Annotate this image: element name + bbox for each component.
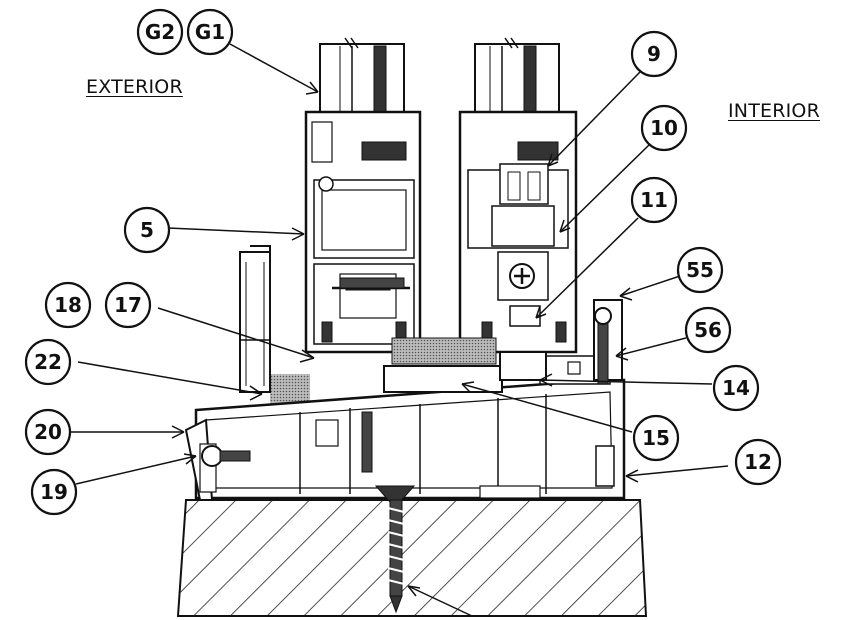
outer-gasket (270, 374, 310, 404)
callout-label: 22 (34, 350, 62, 374)
callout-bubbles: G2 G1 9 10 11 55 56 5 18 17 22 20 19 14 15 12 (24, 8, 782, 516)
callout-label: 19 (40, 480, 68, 504)
callout-label: 5 (140, 218, 154, 242)
callout-label: 20 (34, 420, 62, 444)
callout-label: 17 (114, 293, 142, 317)
sash-exterior (304, 110, 422, 354)
callout-17: 17 (104, 281, 152, 329)
callout-15: 15 (632, 414, 680, 462)
callout-11: 11 (630, 176, 678, 224)
callout-label: 11 (640, 188, 668, 212)
callout-12: 12 (734, 438, 782, 486)
leader-lines (68, 43, 729, 617)
interior-label: INTERIOR (728, 100, 820, 122)
wall-substrate (176, 499, 648, 617)
exterior-label: EXTERIOR (86, 76, 183, 98)
callout-label: 12 (744, 450, 772, 474)
callout-20: 20 (24, 408, 72, 456)
callout-14: 14 (712, 364, 760, 412)
callout-55: 55 (676, 246, 724, 294)
joint-block (499, 351, 547, 381)
callout-9: 9 (630, 30, 678, 78)
callout-label: G2 (145, 20, 175, 44)
frame-screw-center (361, 411, 373, 473)
callout-10: 10 (640, 104, 688, 152)
callout-label: 18 (54, 293, 82, 317)
support-rail (383, 365, 503, 393)
callout-5: 5 (123, 206, 171, 254)
callout-56: 56 (684, 306, 732, 354)
sash-screw (339, 277, 405, 289)
callout-g2: G2 (136, 8, 184, 56)
frame-screw-56 (594, 307, 612, 385)
exterior-cladding (184, 245, 271, 501)
callout-label: 10 (650, 116, 678, 140)
callout-g1: G1 (186, 8, 234, 56)
callout-label: 14 (722, 376, 750, 400)
screw-19 (201, 445, 251, 467)
fixing-screw (374, 485, 416, 614)
sash-interior (458, 110, 578, 354)
callout-label: 9 (647, 42, 661, 66)
callout-22: 22 (24, 338, 72, 386)
callout-label: 15 (642, 426, 670, 450)
callout-19: 19 (30, 468, 78, 516)
callout-label: 55 (686, 258, 714, 282)
callout-18: 18 (44, 281, 92, 329)
callout-label: 56 (694, 318, 722, 342)
center-gasket (391, 337, 497, 365)
callout-label: G1 (195, 20, 225, 44)
